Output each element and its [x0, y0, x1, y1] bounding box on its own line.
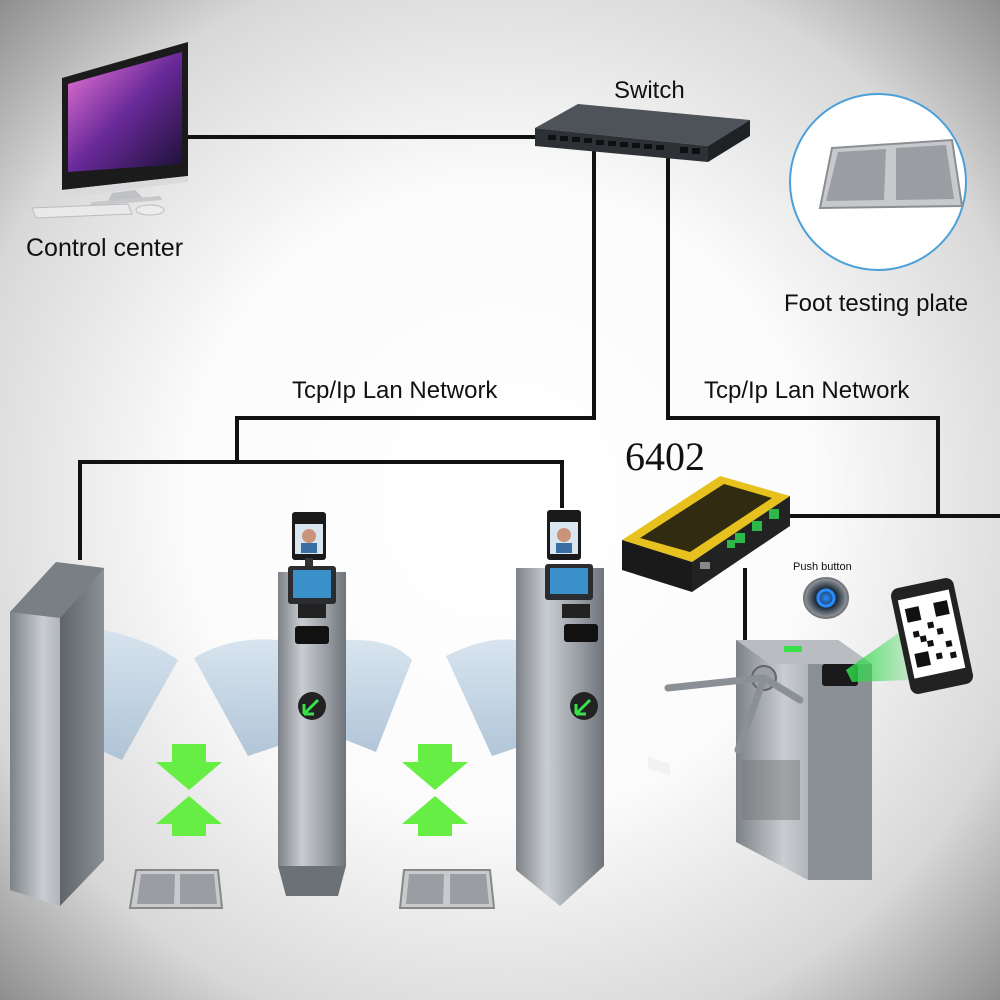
- control-center-label: Control center: [26, 234, 184, 262]
- qr-code-icon: [904, 600, 957, 668]
- wire-switch-to-left-network: [235, 148, 596, 462]
- arrow-down-icon: [156, 744, 222, 790]
- access-controller-6402: [622, 476, 790, 776]
- network-label-right: Tcp/Ip Lan Network: [704, 377, 910, 404]
- floor-foot-plates: [128, 869, 496, 909]
- passage-arrows: [156, 744, 468, 836]
- arrow-down-icon: [402, 744, 468, 790]
- push-button-label: Push button: [793, 561, 852, 573]
- flap-barrier-middle: [194, 512, 412, 896]
- switch-label: Switch: [614, 77, 685, 104]
- flap-wing: [346, 639, 412, 752]
- computer-icon: [31, 42, 188, 219]
- arrow-up-icon: [402, 796, 468, 836]
- controller-model-label: 6402: [625, 434, 705, 479]
- network-label-left: Tcp/Ip Lan Network: [292, 377, 498, 404]
- flap-barrier-right: [446, 510, 604, 906]
- tripod-turnstile: [664, 640, 872, 880]
- foot-testing-plate-label: Foot testing plate: [784, 290, 969, 317]
- wire-left-bus: [78, 460, 564, 560]
- qr-scan: [846, 578, 974, 694]
- arrow-up-icon: [156, 796, 222, 836]
- phone-icon: [890, 578, 974, 694]
- wire-switch-to-right-network: [666, 152, 940, 516]
- flap-barrier-left: [10, 562, 178, 906]
- network-wires: [78, 135, 1000, 640]
- flap-wing: [194, 639, 278, 756]
- flap-wing: [446, 639, 516, 756]
- network-switch-icon: [535, 104, 750, 162]
- push-button-icon: [803, 577, 849, 619]
- flap-wing: [104, 630, 178, 760]
- foot-plate-inset: [789, 93, 967, 271]
